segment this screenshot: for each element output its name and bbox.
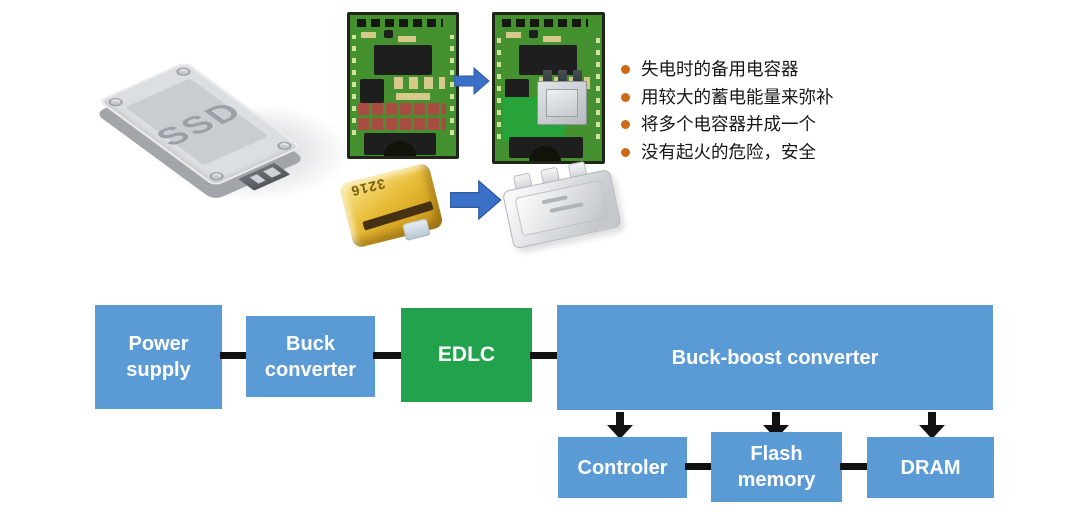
node-label: Buck-boost converter xyxy=(671,346,879,369)
connector-line xyxy=(685,463,713,470)
screw-icon xyxy=(274,140,295,152)
pcb-before xyxy=(347,12,459,159)
list-item-text: 失电时的备用电容器 xyxy=(641,59,799,79)
list-item: 将多个电容器并成一个 xyxy=(621,111,834,139)
edlc-module-tab xyxy=(543,70,552,84)
screw-icon xyxy=(105,96,126,108)
pcb-chip xyxy=(384,30,393,38)
list-item-text: 将多个电容器并成一个 xyxy=(641,114,816,134)
node-label: Power supply xyxy=(126,333,191,381)
node-label: Buck converter xyxy=(264,332,357,381)
pcb-notch xyxy=(529,146,561,161)
pcb-notch xyxy=(384,141,416,156)
edlc-pouch-capacitor xyxy=(497,147,630,263)
arrow-down-icon xyxy=(919,412,945,439)
bullet-icon xyxy=(621,147,630,157)
node-buck-boost-converter: Buck-boost converter xyxy=(557,305,993,410)
edlc-module-tab xyxy=(573,70,582,84)
connector-line xyxy=(373,352,403,359)
connector-line xyxy=(840,463,869,470)
connector-line xyxy=(220,352,248,359)
feature-list: 失电时的备用电容器 用较大的蓄电能量来弥补 将多个电容器并成一个 没有起火的危险… xyxy=(621,56,834,166)
pcb-pad xyxy=(396,93,430,100)
pcb-pad xyxy=(398,36,416,42)
pcb-pad xyxy=(543,36,561,42)
bullet-icon xyxy=(621,92,630,102)
pcb-chip xyxy=(374,45,432,75)
pcb-pads xyxy=(596,35,600,139)
node-label: Controler xyxy=(577,456,668,479)
bullet-icon xyxy=(621,65,630,74)
node-label: EDLC xyxy=(437,343,496,367)
pcb-pads xyxy=(394,77,445,89)
pcb-pads xyxy=(502,19,588,27)
edlc-module xyxy=(537,81,587,125)
bullet-icon xyxy=(621,120,630,129)
ssd-drive: SSD xyxy=(94,61,306,201)
node-power-supply: Power supply xyxy=(95,305,222,409)
list-item: 失电时的备用电容器 xyxy=(621,56,834,84)
pcb-pads xyxy=(450,35,454,135)
node-controller: Controler xyxy=(558,437,687,498)
screw-icon xyxy=(206,170,227,182)
list-item-text: 没有起火的危险，安全 xyxy=(641,141,816,162)
node-dram: DRAM xyxy=(867,437,994,498)
list-item-text: 用较大的蓄电能量来弥补 xyxy=(641,86,834,107)
arrow-down-icon xyxy=(607,412,633,439)
pcb-after xyxy=(492,12,605,164)
node-edlc: EDLC xyxy=(401,308,532,402)
node-label: DRAM xyxy=(900,456,961,479)
node-buck-converter: Buck converter xyxy=(246,316,375,397)
list-item: 没有起火的危险，安全 xyxy=(621,139,834,167)
pcb-pad xyxy=(361,32,376,38)
arrow-right-icon xyxy=(450,179,502,221)
node-label: Flash memory xyxy=(737,443,816,491)
pcb-pad xyxy=(506,32,521,38)
edlc-module-tab xyxy=(558,70,567,84)
screw-icon xyxy=(173,66,194,78)
connector-line xyxy=(530,352,559,359)
pcb-chip xyxy=(360,79,384,103)
pcb-pads xyxy=(357,19,443,27)
pcb-chip xyxy=(529,30,538,38)
capacitor-row xyxy=(358,118,446,130)
pcb-pads xyxy=(352,35,356,135)
pcb-pads xyxy=(497,35,501,139)
capacitor-row xyxy=(358,103,446,115)
list-item: 用较大的蓄电能量来弥补 xyxy=(621,84,834,112)
node-flash-memory: Flash memory xyxy=(711,432,842,502)
arrow-right-icon xyxy=(454,66,490,96)
